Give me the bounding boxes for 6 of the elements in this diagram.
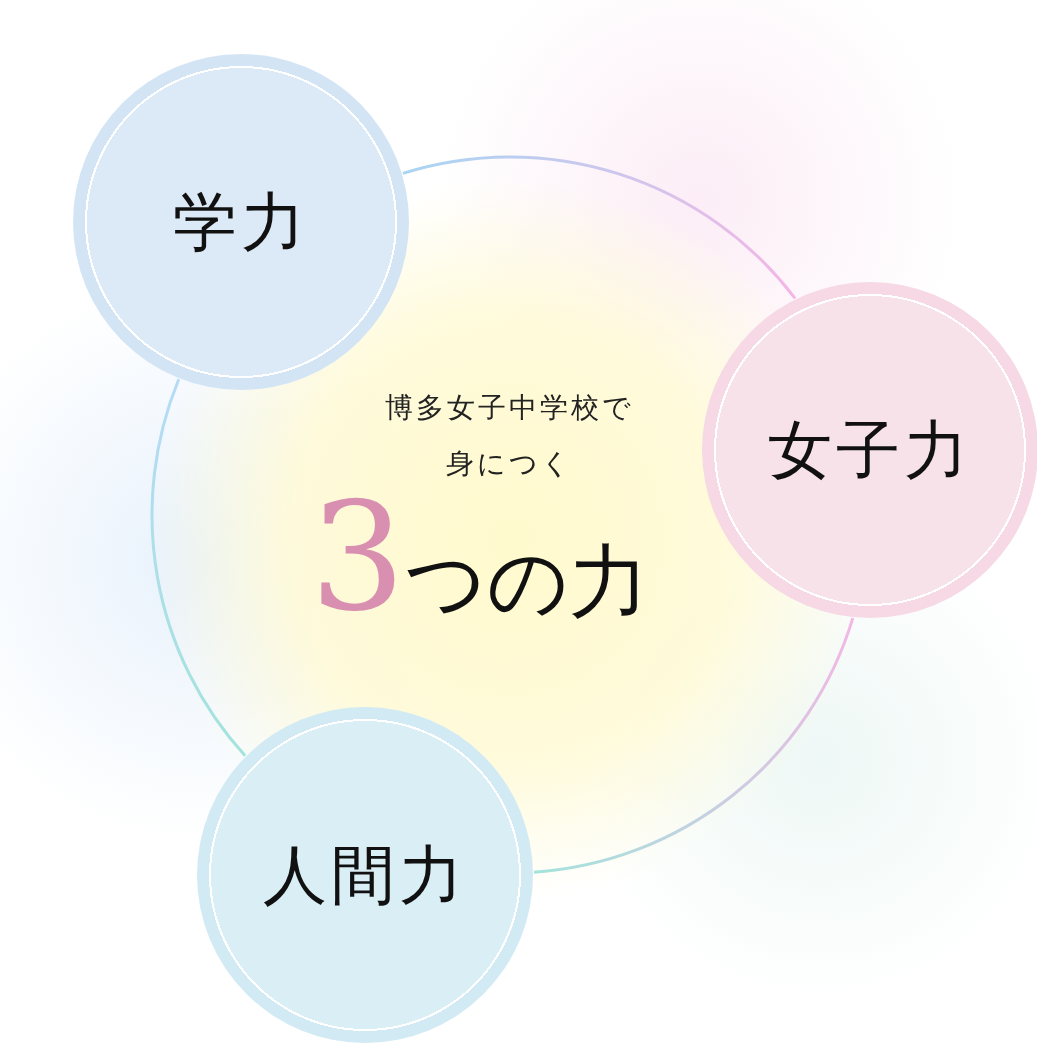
node-label: 女子力 bbox=[768, 411, 972, 489]
connector-arc bbox=[402, 156, 797, 300]
connector-arc bbox=[150, 378, 247, 757]
connector-arc bbox=[533, 617, 855, 874]
node-label: 学力 bbox=[173, 183, 309, 261]
node-label: 人間力 bbox=[263, 836, 467, 914]
